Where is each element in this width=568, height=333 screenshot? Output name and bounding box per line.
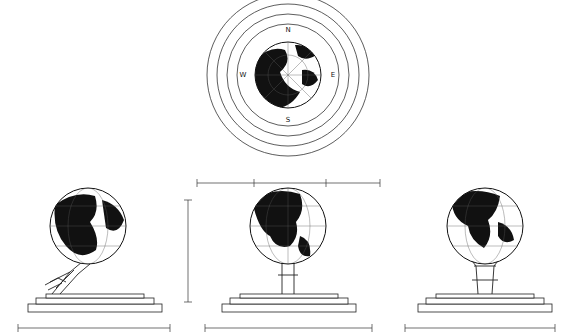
drawing-line xyxy=(188,200,189,302)
drawing-line xyxy=(288,188,289,264)
drawing-line xyxy=(197,183,380,184)
dimension-lines xyxy=(18,179,555,332)
drawing-line xyxy=(405,324,406,332)
drawing-g xyxy=(255,42,321,108)
drawing-path xyxy=(452,191,500,248)
plan-rings xyxy=(207,0,369,156)
drawing-g xyxy=(250,188,326,264)
drawing-circle xyxy=(447,188,523,264)
drawing-circle xyxy=(250,188,326,264)
drawing-g xyxy=(50,188,126,264)
compass-label: S xyxy=(285,117,291,124)
drawing-circle xyxy=(50,188,126,264)
drawing-line xyxy=(447,226,523,227)
drawing-line xyxy=(18,328,170,329)
drawing-line xyxy=(254,179,255,187)
drawing-rect xyxy=(240,294,338,298)
drawing-path xyxy=(252,191,302,247)
drawing-rect xyxy=(230,298,348,304)
compass-label: N xyxy=(284,27,291,34)
drawing-line xyxy=(372,324,373,332)
drawing-g xyxy=(447,188,523,264)
drawing-g xyxy=(447,188,523,264)
drawing-line xyxy=(265,52,311,98)
drawing-line xyxy=(452,206,518,207)
elevation-globes xyxy=(50,188,523,264)
compass-label: W xyxy=(239,72,248,79)
drawing-line xyxy=(197,179,198,187)
drawing-line xyxy=(184,302,192,303)
plan-globe xyxy=(255,42,321,108)
drawing-line xyxy=(405,328,555,329)
drawing-circle xyxy=(255,42,321,108)
pedestal-bases xyxy=(28,294,552,312)
drawing-path xyxy=(498,222,514,242)
drawing-g xyxy=(250,188,326,264)
drawing-rect xyxy=(418,304,552,312)
drawing-line xyxy=(452,246,518,247)
drawing-g xyxy=(255,42,321,108)
drawing-line xyxy=(380,179,381,187)
drawing-rect xyxy=(426,298,544,304)
drawing-rect xyxy=(46,294,144,298)
drawing-line xyxy=(555,324,556,332)
drawing-line xyxy=(265,52,311,98)
drawing-rect xyxy=(28,304,162,312)
drawing-path xyxy=(295,45,316,59)
drawing-line xyxy=(55,206,121,207)
drawing-circle xyxy=(227,14,349,136)
drawing-circle xyxy=(207,0,369,156)
compass-label: E xyxy=(330,72,336,79)
drawing-path xyxy=(302,70,318,87)
drawing-line xyxy=(326,179,327,187)
drawing-line xyxy=(205,324,206,332)
drawing-line xyxy=(50,226,126,227)
drawing-line xyxy=(18,324,19,332)
drawing-circle xyxy=(217,4,359,146)
drawing-circle xyxy=(237,24,339,126)
drawing-line xyxy=(170,324,171,332)
drawing-rect xyxy=(222,304,356,312)
drawing-path xyxy=(255,49,300,108)
drawing-line xyxy=(184,200,192,201)
drawing-rect xyxy=(436,294,534,298)
drawing-g xyxy=(50,188,126,264)
drawing-line xyxy=(205,328,372,329)
drawing-path xyxy=(45,278,66,290)
drawing-line xyxy=(55,246,121,247)
drawing-rect xyxy=(36,298,154,304)
